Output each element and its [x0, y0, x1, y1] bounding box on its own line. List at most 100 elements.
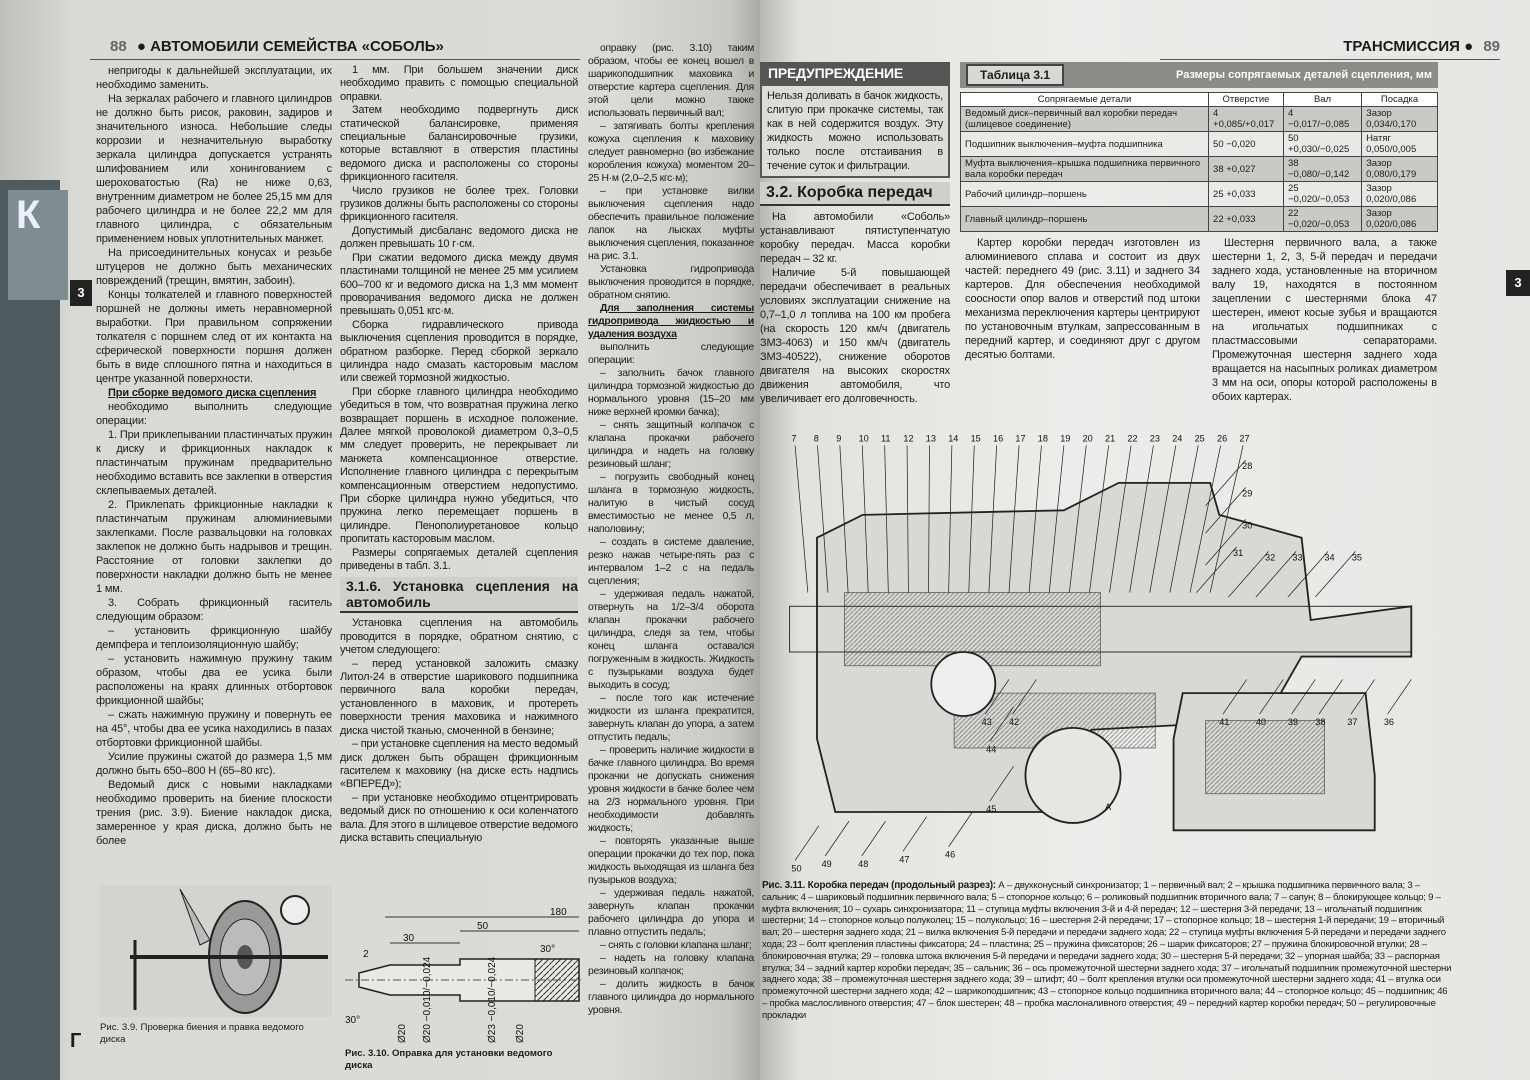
- leader-line: [861, 445, 869, 593]
- figure-3-9-disc-runout-check: [100, 885, 332, 1017]
- table-row: Ведомый диск–первичный вал коробки перед…: [959, 106, 1438, 132]
- paragraph: При сборке главного цилиндра необходимо …: [340, 385, 578, 546]
- column-header: Вал: [1282, 92, 1363, 107]
- subheading: При сборке ведомого диска сцепления: [108, 387, 317, 399]
- cell: Зазор 0,020/0,086: [1361, 181, 1438, 207]
- leader-line: [902, 816, 928, 852]
- callout-8: 8: [814, 434, 819, 444]
- callout-25: 25: [1195, 434, 1205, 444]
- callout-38: 38: [1315, 717, 1325, 727]
- edge-tab-letter: К: [8, 190, 68, 300]
- callout-39: 39: [1288, 717, 1298, 727]
- paragraph: Допустимый дисбаланс ведомого диска не д…: [340, 224, 578, 251]
- callout-15: 15: [971, 434, 981, 444]
- callout-40: 40: [1256, 717, 1266, 727]
- leader-line: [1109, 445, 1132, 593]
- leader-line: [861, 820, 886, 857]
- leader-line: [884, 445, 889, 593]
- leader-line: [824, 820, 850, 857]
- callout-30: 30: [1242, 521, 1252, 531]
- leader-line: [1209, 445, 1244, 593]
- left-page: К 3 88 ● АВТОМОБИЛИ СЕМЕЙСТВА «СОБОЛЬ» н…: [0, 0, 760, 1080]
- page-number: 89: [1483, 38, 1500, 55]
- leader-line: [1205, 519, 1247, 566]
- figure-3-10-caption: Рис. 3.10. Оправка для установки ведомог…: [345, 1048, 553, 1071]
- leader-line: [1129, 445, 1154, 593]
- leader-line: [1318, 679, 1344, 715]
- leader-line: [1291, 679, 1316, 715]
- callout-17: 17: [1015, 434, 1025, 444]
- callout-12: 12: [903, 434, 913, 444]
- page-number: 88: [110, 38, 127, 55]
- leader-line: [968, 445, 975, 593]
- callout-19: 19: [1060, 434, 1070, 444]
- paragraph: На автомобили «Соболь» устанавливают пят…: [760, 211, 950, 265]
- section-heading-3-1-6: 3.1.6. Установка сцепления на автомобиль: [340, 577, 578, 614]
- paragraph: – проверить наличие жидкости в бачке гла…: [588, 745, 754, 834]
- callout-16: 16: [993, 434, 1003, 444]
- callout-11: 11: [881, 434, 890, 444]
- warning-text: Нельзя доливать в бачок жидкость, слитую…: [760, 84, 950, 178]
- paragraph: – повторять указанные выше операции прок…: [588, 836, 754, 886]
- leader-line: [1196, 546, 1237, 593]
- cell: Ведомый диск–первичный вал коробки перед…: [959, 106, 1210, 132]
- callout-14: 14: [948, 434, 958, 444]
- table-row: Муфта выключения–крышка подшипника перви…: [959, 156, 1438, 182]
- callout-27: 27: [1239, 434, 1249, 444]
- running-head: 88 ● АВТОМОБИЛИ СЕМЕЙСТВА «СОБОЛЬ»: [110, 38, 444, 56]
- callout-31: 31: [1233, 548, 1243, 558]
- subheading: Для заполнения системы гидропривода жидк…: [588, 303, 754, 340]
- paragraph: Шестерня первичного вала, а также шестер…: [1212, 237, 1437, 403]
- leader-line: [1387, 679, 1412, 715]
- table-title-bar: Таблица 3.1 Размеры сопрягаемых деталей …: [960, 62, 1438, 88]
- callout-33: 33: [1292, 553, 1302, 563]
- table-label: Таблица 3.1: [966, 64, 1065, 86]
- callout-9: 9: [836, 434, 841, 444]
- leader-line: [906, 445, 909, 593]
- paragraph: Число грузиков не более трех. Головки гр…: [340, 184, 578, 224]
- dim-dia-20-b: Ø20: [515, 1024, 526, 1043]
- paragraph: – долить жидкость в бачок главного цилин…: [588, 979, 754, 1016]
- callout-18: 18: [1038, 434, 1048, 444]
- paragraph: – после того как истечение жидкости из ш…: [588, 693, 754, 743]
- table-header-row: Сопрягаемые детали Отверстие Вал Посадка: [959, 92, 1438, 107]
- header-rule: [1160, 59, 1500, 60]
- callout-35: 35: [1352, 553, 1362, 563]
- callout-24: 24: [1172, 434, 1182, 444]
- cell: Рабочий цилиндр–поршень: [959, 181, 1210, 207]
- leader-line: [1287, 551, 1329, 598]
- leader-line: [794, 825, 820, 861]
- cell: Подшипник выключения–муфта подшипника: [959, 131, 1210, 157]
- leader-line: [794, 445, 809, 593]
- cell: 4 −0,017/−0,085: [1282, 106, 1363, 132]
- callout-42: 42: [1009, 717, 1019, 727]
- paragraph: – затягивать болты крепления кожуха сцеп…: [588, 121, 754, 184]
- cell: 50 +0,030/−0,025: [1282, 131, 1363, 157]
- warning-title: ПРЕДУПРЕЖДЕНИЕ: [760, 62, 950, 84]
- callout-44: 44: [986, 745, 996, 755]
- paragraph: 1. При приклепывании пластинчатых пружин…: [96, 429, 332, 497]
- callout-28: 28: [1242, 461, 1252, 471]
- callout-23: 23: [1150, 434, 1160, 444]
- callout-43: 43: [982, 717, 992, 727]
- caption-text: А – двухконусный синхронизатор; 1 – перв…: [762, 880, 1452, 1021]
- leader-line: [1222, 679, 1248, 715]
- leader-line: [1149, 445, 1177, 593]
- paragraph: – сжать нажимную пружину и повернуть ее …: [96, 709, 332, 749]
- paragraph: необходимо выполнить следующие операции:: [96, 401, 332, 427]
- section-tab: 3: [1506, 270, 1530, 296]
- cell: Зазор 0,034/0,170: [1361, 106, 1438, 132]
- paragraph: Концы толкателей и главного поверхностей…: [96, 289, 332, 385]
- callout-21: 21: [1105, 434, 1115, 444]
- caption-title: Рис. 3.11. Коробка передач (продольный р…: [762, 880, 996, 891]
- paragraph: Ведомый диск с новыми накладками необход…: [96, 779, 332, 847]
- paragraph: – перед установкой заложить смазку Литол…: [340, 657, 578, 737]
- paragraph: На присоединительных конусах и резьбе шт…: [96, 247, 332, 287]
- adjacent-page-stub: Г: [70, 1030, 82, 1052]
- leader-line: [1189, 445, 1222, 593]
- leader-line: [1228, 551, 1269, 598]
- table-3-1: Таблица 3.1 Размеры сопрягаемых деталей …: [959, 62, 1438, 232]
- dim-180: 180: [550, 907, 567, 918]
- paragraph: Размеры сопрягаемых деталей сцепления пр…: [340, 546, 578, 573]
- leader-line: [984, 679, 1010, 715]
